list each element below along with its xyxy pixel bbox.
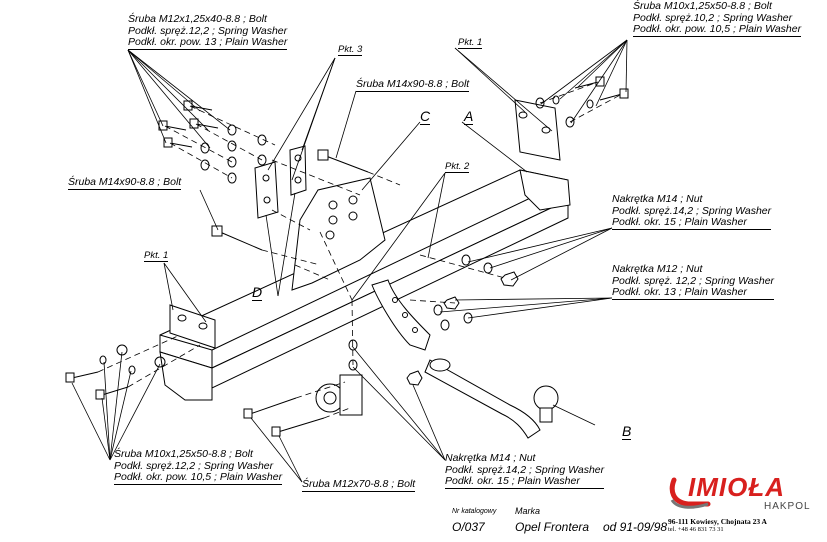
label-line: Podkł. spręż.14,2 ; Spring Washer (445, 463, 605, 476)
imiola-logo: IMIOŁA HAKPOL (668, 470, 818, 515)
tag-pkt3: Pkt. 3 (338, 44, 363, 56)
letter-a: A (464, 108, 474, 125)
left-side-bracket (169, 304, 216, 349)
label-nut-m14-bottom: Nakrętka M14 ; Nut Podkł. spręż.14,2 ; S… (445, 452, 605, 489)
label-line: Podkł. okr. 15 ; Plain Washer (445, 475, 605, 489)
label-bolt-m14-upper: Śruba M14x90-8.8 ; Bolt (356, 78, 470, 92)
address-line: 96-111 Kowiesy, Chojnata 23 A (668, 517, 767, 526)
label-line: Nakrętka M14 ; Nut (445, 452, 536, 464)
label-nut-m14-right: Nakrętka M14 ; Nut Podkł. spręż.14,2 ; S… (612, 193, 772, 230)
letter-c: C (420, 108, 431, 125)
logo-text: IMIOŁA (688, 472, 785, 502)
label-bolt-m14-left: Śruba M14x90-8.8 ; Bolt (68, 176, 182, 190)
label-line: Śruba M12x1,25x40-8.8 ; Bolt (128, 13, 267, 25)
label-line: Śruba M10x1,25x50-8.8 ; Bolt (633, 0, 772, 12)
small-brackets-d (254, 145, 307, 219)
letter-b: B (622, 423, 632, 440)
tag-pkt1-left: Pkt. 1 (144, 250, 169, 262)
label-line: Śruba M14x90-8.8 ; Bolt (68, 176, 182, 190)
model-years: od 91-09/98 (603, 520, 668, 534)
logo-subtext: HAKPOL (764, 501, 811, 512)
label-line: Podkł. spręż. 12,2 ; Spring Washer (612, 274, 775, 287)
mounting-plate-c (291, 177, 386, 291)
tag-pkt2: Pkt. 2 (445, 161, 470, 173)
label-line: Podkł. okr. 13 ; Plain Washer (612, 286, 775, 300)
label-line: Nakrętka M12 ; Nut (612, 263, 703, 275)
tow-ball-arm (424, 358, 559, 439)
label-line: Śruba M14x90-8.8 ; Bolt (356, 78, 470, 92)
label-line: Podkł. spręż.14,2 ; Spring Washer (612, 204, 772, 217)
label-bolt-m12: Śruba M12x1,25x40-8.8 ; Bolt Podkł. sprę… (128, 13, 288, 50)
catalog-number: O/037 (452, 520, 485, 534)
washers-and-nuts (99, 95, 594, 386)
label-line: Podkł. spręż.10,2 ; Spring Washer (633, 11, 793, 24)
label-nut-m12-right: Nakrętka M12 ; Nut Podkł. spręż. 12,2 ; … (612, 263, 775, 300)
catalog-caption: Nr katalogowy (452, 508, 497, 515)
label-line: Podkł. okr. pow. 10,5 ; Plain Washer (633, 23, 802, 37)
label-line: Śruba M12x70-8.8 ; Bolt (302, 478, 416, 492)
leader-lines (71, 39, 628, 483)
center-bracket (371, 279, 431, 351)
assembly-lines (97, 81, 623, 419)
label-line: Podkł. okr. pow. 10,5 ; Plain Washer (114, 471, 283, 485)
phone-line: tel. +48 46 831 73 31 (668, 526, 724, 533)
label-bolt-m12x70: Śruba M12x70-8.8 ; Bolt (302, 478, 416, 492)
letter-d: D (252, 284, 263, 301)
label-bolt-m10-bottom: Śruba M10x1,25x50-8.8 ; Bolt Podkł. sprę… (114, 448, 283, 485)
logo-swoosh-icon (669, 477, 711, 509)
label-line: Podkł. spręż.12,2 ; Spring Washer (128, 24, 288, 37)
brand-caption: Marka (515, 506, 541, 516)
label-line: Śruba M10x1,25x50-8.8 ; Bolt (114, 448, 253, 460)
label-line: Podkł. spręż.12,2 ; Spring Washer (114, 459, 274, 472)
label-line: Nakrętka M14 ; Nut (612, 193, 703, 205)
tag-pkt1-top: Pkt. 1 (458, 37, 483, 49)
brand-value: Opel Frontera (515, 520, 590, 534)
label-line: Podkł. okr. 15 ; Plain Washer (612, 216, 772, 230)
label-bolt-m10-top: Śruba M10x1,25x50-8.8 ; Bolt Podkł. sprę… (633, 0, 802, 37)
label-line: Podkł. okr. pow. 13 ; Plain Washer (128, 36, 288, 50)
socket-plate (315, 374, 363, 416)
right-side-bracket (514, 99, 561, 161)
